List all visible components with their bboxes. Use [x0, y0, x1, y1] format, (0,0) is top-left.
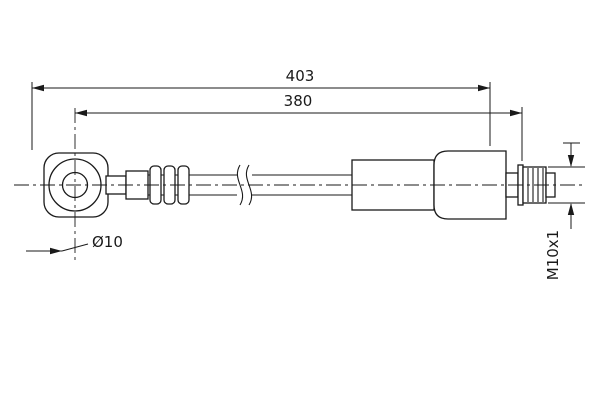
- break-gap: [237, 170, 252, 200]
- arrowhead-left-icon: [32, 84, 44, 92]
- arrowhead-right-icon: [510, 109, 522, 117]
- break-symbol: [236, 164, 253, 206]
- dimension-hole-diameter: Ø10: [26, 233, 123, 255]
- thread-spec-label: M10x1: [544, 230, 562, 280]
- dim-380-label: 380: [284, 92, 313, 110]
- arrowhead-up-icon: [567, 203, 575, 215]
- leader-bend: [61, 243, 89, 252]
- arrowhead-right-icon: [478, 84, 490, 92]
- arrowhead-down-icon: [567, 155, 575, 167]
- break-curve-left: [236, 164, 244, 206]
- dim-403-label: 403: [286, 67, 315, 85]
- dim-hole-label: Ø10: [92, 233, 123, 251]
- dimension-thread: M10x1: [544, 142, 585, 280]
- arrowhead-right-icon: [50, 247, 62, 255]
- dimension-overall-length: 403: [31, 67, 491, 150]
- dimension-hose-length: 380: [75, 92, 523, 161]
- arrowhead-left-icon: [75, 109, 87, 117]
